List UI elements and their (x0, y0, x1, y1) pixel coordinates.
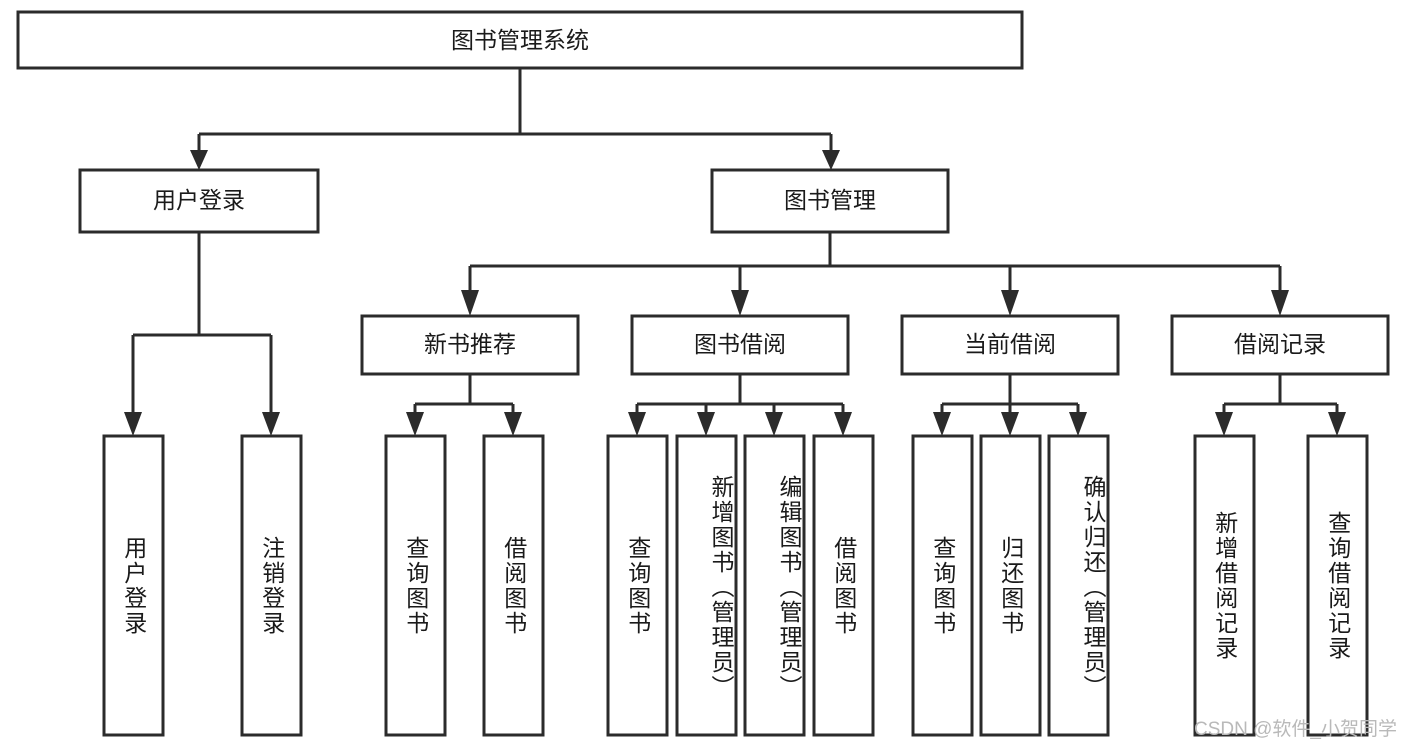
node-book-borrow[interactable] (630, 314, 850, 376)
node-leaf-return-book[interactable] (979, 434, 1042, 737)
node-borrow-record-label: 借阅记录 (1234, 331, 1326, 357)
arrow-head-leaf-query-record (1328, 412, 1346, 436)
arrow-head-leaf-user-login (124, 412, 142, 436)
arrow-head-leaf-add-record (1215, 412, 1233, 436)
node-leaf-logout-login[interactable] (240, 434, 303, 737)
node-borrow-record[interactable] (1170, 314, 1390, 376)
arrow-head-book-borrow (731, 290, 749, 316)
node-root-label: 图书管理系统 (451, 27, 589, 53)
arrow-head-leaf-add-book (697, 412, 715, 436)
node-leaf-query-book-1[interactable] (384, 434, 447, 737)
node-leaf-borrow-book-1[interactable] (482, 434, 545, 737)
arrow-head-leaf-query-book-3 (933, 412, 951, 436)
arrow-head-leaf-return-book (1001, 412, 1019, 436)
node-leaf-borrow-book-2[interactable] (812, 434, 875, 737)
node-leaf-confirm-return[interactable] (1047, 434, 1110, 737)
arrow-head-user-login (190, 150, 208, 170)
arrow-head-leaf-confirm-return (1069, 412, 1087, 436)
node-leaf-edit-book[interactable] (743, 434, 806, 737)
arrow-head-leaf-query-book-2 (628, 412, 646, 436)
node-leaf-query-book-3[interactable] (911, 434, 974, 737)
node-current-borrow-label: 当前借阅 (964, 331, 1056, 357)
csdn-watermark: CSDN @软件_小贺同学 (1194, 719, 1397, 740)
node-leaf-add-book[interactable] (675, 434, 738, 737)
node-leaf-query-record[interactable] (1306, 434, 1369, 737)
arrow-head-leaf-borrow-book-2 (834, 412, 852, 436)
node-root-book-management-system[interactable] (16, 10, 1024, 70)
node-leaf-add-record[interactable] (1193, 434, 1256, 737)
node-new-book-recommend-label: 新书推荐 (424, 331, 516, 357)
node-leaf-user-login[interactable] (102, 434, 165, 737)
arrow-head-current-borrow (1001, 290, 1019, 316)
node-current-borrow[interactable] (900, 314, 1120, 376)
arrow-head-book-management (822, 150, 840, 170)
node-book-management[interactable] (710, 168, 950, 234)
arrow-head-new-book-recommend (461, 290, 479, 316)
node-book-management-label: 图书管理 (784, 187, 876, 213)
node-book-borrow-label: 图书借阅 (694, 331, 786, 357)
node-new-book-recommend[interactable] (360, 314, 580, 376)
node-user-login-label: 用户登录 (153, 187, 245, 213)
arrow-head-leaf-edit-book (765, 412, 783, 436)
arrow-head-leaf-borrow-book-1 (504, 412, 522, 436)
arrow-head-leaf-query-book-1 (406, 412, 424, 436)
arrow-head-borrow-record (1271, 290, 1289, 316)
node-leaf-query-book-2[interactable] (606, 434, 669, 737)
arrow-head-leaf-logout-login (262, 412, 280, 436)
